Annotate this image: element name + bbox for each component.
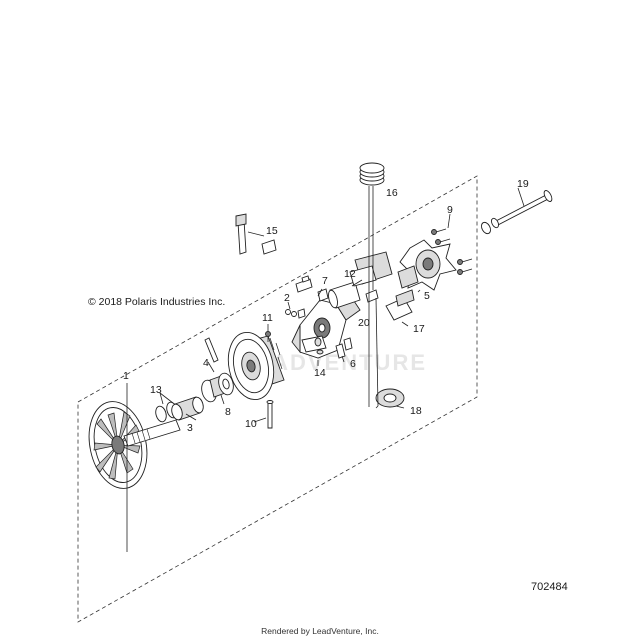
callout-19: 19 (517, 178, 529, 190)
leader-lines (126, 186, 525, 552)
part-6 (335, 337, 353, 359)
sleeve-12 (328, 251, 393, 309)
small-parts-2 (285, 308, 306, 319)
callout-15: 15 (266, 225, 278, 237)
footer-credit: Rendered by LeadVenture, Inc. (261, 626, 379, 636)
callout-20: 20 (358, 317, 370, 329)
part-number: 702484 (531, 581, 568, 593)
callout-5: 5 (424, 290, 430, 302)
washer-18 (375, 388, 405, 408)
callout-17: 17 (413, 323, 425, 335)
callout-2: 2 (284, 292, 290, 304)
callout-7: 7 (322, 275, 328, 287)
moveable-sheave (227, 331, 285, 401)
bracket-17 (385, 289, 415, 321)
callout-13: 13 (150, 384, 162, 396)
callout-10: 10 (245, 418, 257, 430)
callout-6: 6 (350, 358, 356, 370)
spider-plate-5 (397, 239, 457, 291)
callouts: 1 2 3 4 5 6 7 8 9 10 11 12 13 14 15 16 1… (123, 178, 529, 434)
callout-16: 16 (386, 187, 398, 199)
callout-11: 11 (262, 312, 273, 324)
pin-10 (266, 400, 274, 429)
callout-3: 3 (187, 422, 193, 434)
callout-14: 14 (314, 367, 326, 379)
bearing-set (201, 372, 234, 403)
assembly-boundary (77, 175, 478, 623)
copyright-text: © 2018 Polaris Industries Inc. (88, 296, 225, 308)
callout-18: 18 (410, 405, 422, 417)
screw-11 (265, 331, 271, 342)
callout-4: 4 (203, 357, 209, 369)
callout-8: 8 (225, 406, 231, 418)
spring-16 (359, 162, 385, 186)
callout-1: 1 (123, 370, 129, 382)
roller-assembly (301, 335, 327, 355)
pin-4 (204, 337, 219, 363)
callout-12: 12 (344, 268, 356, 280)
callout-9: 9 (447, 204, 453, 216)
clip-15 (235, 213, 277, 255)
screws-9 (431, 228, 473, 275)
bolt-19 (481, 190, 553, 235)
part-7 (295, 275, 329, 302)
bushing-set (155, 396, 204, 423)
